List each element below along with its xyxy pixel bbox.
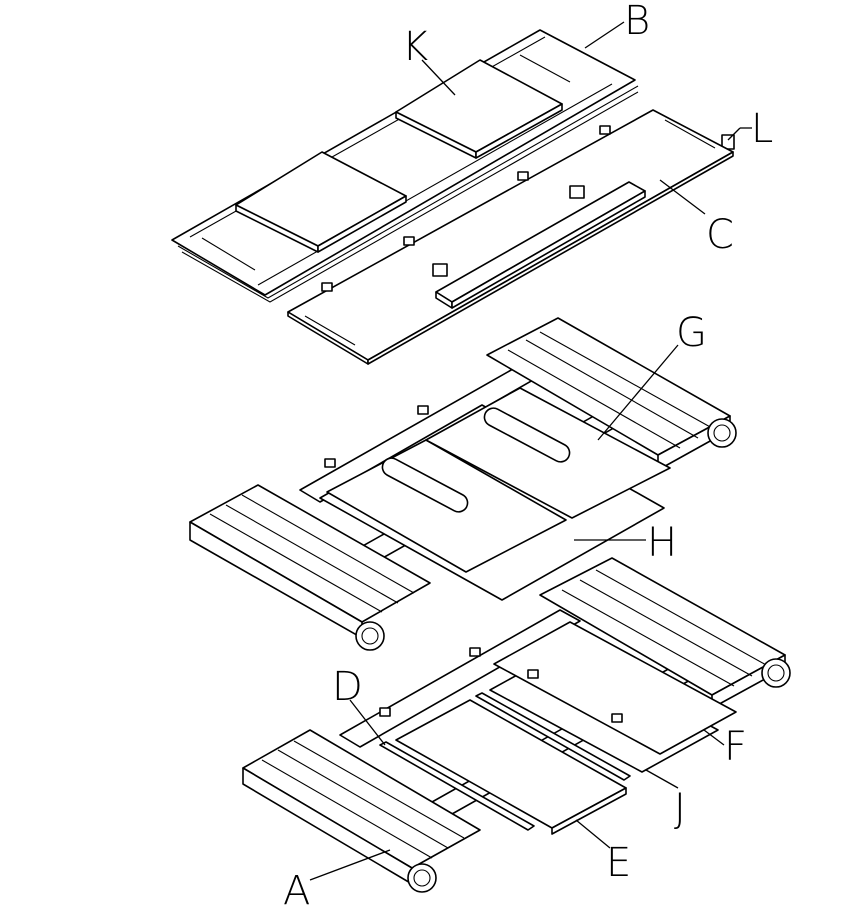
label-l: L <box>751 106 773 152</box>
label-b: B <box>624 0 650 44</box>
plate-f <box>493 621 737 755</box>
leader-lines <box>309 21 752 881</box>
label-c: C <box>706 212 734 258</box>
part-labels: B K L C G H D F J E A <box>283 0 773 906</box>
label-f: F <box>724 724 747 770</box>
plate-c-assembly <box>287 109 734 365</box>
label-j: J <box>674 786 686 832</box>
middle-assembly <box>189 317 737 651</box>
top-frame-assembly <box>171 29 735 303</box>
label-e: E <box>606 840 631 886</box>
label-g: G <box>676 310 707 356</box>
label-k: K <box>402 24 428 70</box>
label-d: D <box>332 664 363 710</box>
label-a: A <box>283 868 310 906</box>
label-h: H <box>647 520 677 566</box>
